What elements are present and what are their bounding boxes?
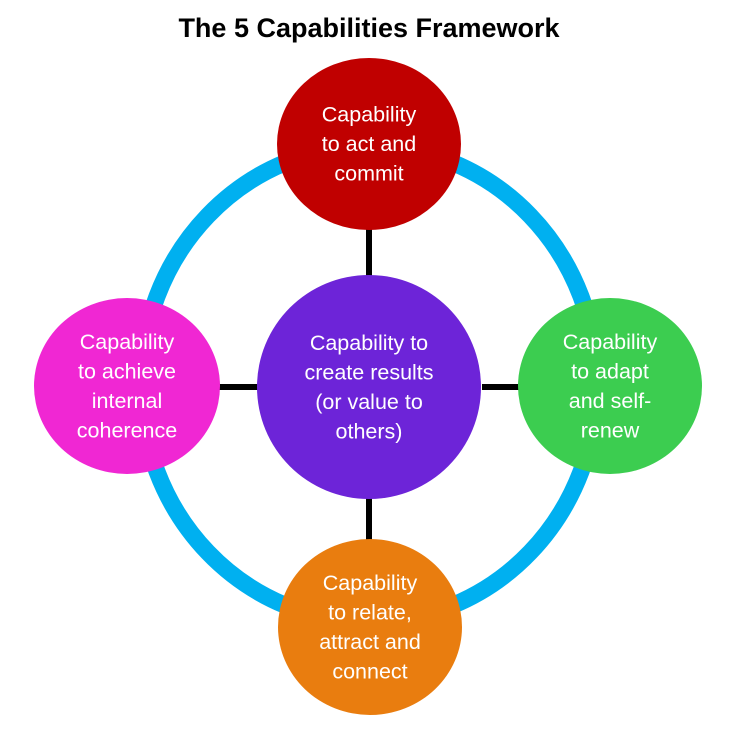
node-center-label: Capability to create results (or value to o… [304, 331, 433, 444]
node-label-line: to achieve [78, 359, 176, 383]
node-center: Capability to create results (or value to o… [257, 275, 481, 499]
node-right: Capability to adapt and self-renew [518, 298, 702, 474]
node-top: Capability to act and commit [277, 58, 461, 230]
node-label-line: renew [581, 418, 640, 442]
node-label-line: Capability [322, 103, 417, 127]
node-label-line: commit [334, 162, 403, 186]
node-left-circle [34, 298, 220, 474]
node-label-line: to adapt [571, 359, 649, 383]
node-label-line: to relate, [328, 600, 412, 624]
node-label-line: Capability [80, 330, 175, 354]
node-left-label: Capability to achieve internal coherence [77, 330, 177, 443]
node-label-line: coherence [77, 418, 177, 442]
node-label-line: internal [92, 389, 163, 413]
node-label-line: to act and [322, 132, 416, 156]
node-top-label: Capability to act and commit [322, 103, 417, 186]
node-left: Capability to achieve internal coherence [34, 298, 220, 474]
node-center-circle [257, 275, 481, 499]
node-bottom: Capability to relate, attract and connect [278, 539, 462, 715]
node-label-line: connect [332, 659, 407, 683]
node-bottom-label: Capability to relate, attract and connect [319, 571, 421, 684]
node-label-line: and self- [569, 389, 651, 413]
node-top-circle [277, 58, 461, 230]
node-label-line: (or value to [315, 390, 423, 414]
node-bottom-circle [278, 539, 462, 715]
node-label-line: attract and [319, 630, 421, 654]
node-right-circle [518, 298, 702, 474]
node-label-line: Capability [563, 330, 658, 354]
node-label-line: Capability [323, 571, 418, 595]
node-label-line: create results [304, 360, 433, 384]
node-label-line: Capability to [310, 331, 428, 355]
node-right-label: Capability to adapt and self-renew [563, 330, 658, 443]
node-label-line: others) [336, 419, 403, 443]
diagram-title: The 5 Capabilities Framework [178, 13, 560, 43]
